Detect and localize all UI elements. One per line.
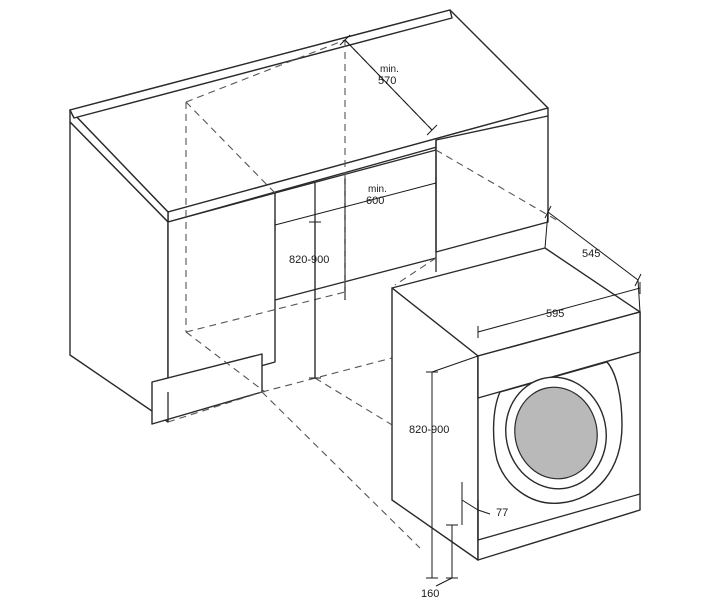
niche-back-floor bbox=[274, 257, 437, 301]
worktop-splashback bbox=[69, 9, 453, 119]
worktop-depth-value: 570 bbox=[378, 75, 396, 87]
machine-width-label: 595 bbox=[546, 308, 564, 320]
machine-plinth-recess bbox=[477, 493, 641, 541]
niche-height-label: 820-900 bbox=[289, 254, 329, 266]
plinth-height-label: 160 bbox=[421, 588, 439, 600]
plinth-recess-label: 77 bbox=[496, 507, 508, 519]
niche-top-edge bbox=[274, 149, 437, 194]
machine-control-panel bbox=[477, 311, 641, 399]
cabinet-front-panel bbox=[167, 192, 276, 393]
cabinet-right-panel bbox=[435, 115, 549, 253]
dimension-lines bbox=[274, 34, 642, 587]
door-glass bbox=[514, 386, 598, 480]
niche-width-prefix: min. bbox=[368, 184, 387, 195]
washing-machine bbox=[391, 247, 641, 561]
machine-depth-label: 545 bbox=[582, 248, 600, 260]
machine-height-label: 820-900 bbox=[409, 424, 449, 436]
worktop-depth-prefix: min. bbox=[380, 64, 399, 75]
niche-width-value: 600 bbox=[366, 195, 384, 207]
dimension-labels: min. 570 min. 600 820-900 545 595 820-90… bbox=[289, 64, 600, 600]
